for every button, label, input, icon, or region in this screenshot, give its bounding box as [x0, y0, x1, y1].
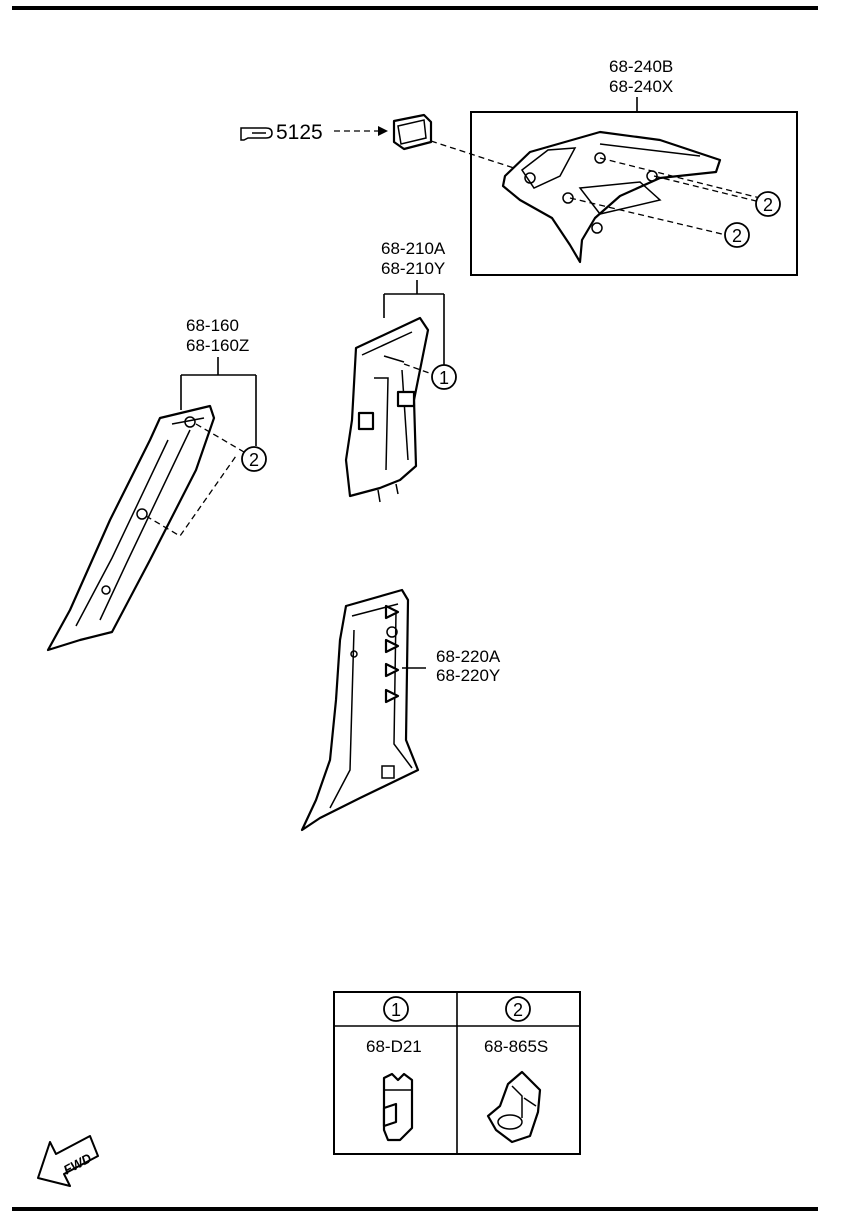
figure-reference-code: 5125: [276, 121, 323, 144]
callout-1-center: [431, 364, 457, 390]
lower-pillar-trim-part: [300, 588, 420, 832]
lower-pillar-code-1: 68-220A: [436, 647, 501, 666]
forward-direction-indicator: FWD: [37, 1135, 99, 1187]
legend-item-2-code: 68-865S: [484, 1037, 548, 1056]
clip-68-865s-drawing: [486, 1070, 542, 1144]
callout-1-center-label: 1: [439, 368, 449, 388]
callout-2-upper-b: [724, 222, 750, 248]
front-pillar-trim-part: [46, 404, 245, 652]
center-pillar-code-2: 68-210Y: [381, 259, 445, 278]
callout-2-upper-a-label: 2: [763, 195, 773, 215]
bottom-rule: [12, 1207, 818, 1211]
center-pillar-trim-group: 68-210A 68-210Y 1: [344, 239, 457, 503]
rear-upper-trim-code-2: 68-240X: [609, 77, 673, 96]
center-pillar-trim-part: [344, 316, 433, 503]
callout-2-upper-a: [755, 191, 781, 217]
lower-pillar-trim-group: 68-220A 68-220Y: [300, 588, 501, 832]
front-pillar-code-2: 68-160Z: [186, 336, 249, 355]
front-pillar-code-1: 68-160: [186, 316, 239, 335]
callout-2-front-label: 2: [249, 450, 259, 470]
clip-68-d21-drawing: [382, 1072, 414, 1142]
front-pillar-trim-group: 68-160 68-160Z 2: [46, 316, 267, 652]
legend-item-1-code: 68-D21: [366, 1037, 422, 1056]
fastener-legend-table: 1 2 68-D21 68-865S: [333, 991, 581, 1155]
top-rule: [12, 6, 818, 10]
callout-2-front: [241, 446, 267, 472]
center-pillar-code-1: 68-210A: [381, 239, 446, 258]
pointing-hand-icon: [240, 127, 273, 141]
rear-upper-trim-group: 68-240B 68-240X 2 2: [470, 57, 798, 276]
legend-header-2: 2: [513, 1000, 523, 1020]
rear-upper-trim-box: [470, 111, 798, 276]
lower-pillar-code-2: 68-220Y: [436, 666, 500, 685]
callout-2-upper-b-label: 2: [732, 226, 742, 246]
fwd-arrow-icon: [37, 1135, 99, 1187]
figure-reference[interactable]: 5125: [240, 121, 388, 144]
legend-header-1: 1: [391, 1000, 401, 1020]
rear-upper-trim-part: [501, 130, 761, 264]
small-clip-part: [392, 113, 521, 171]
legend-header-1-circle: [383, 996, 409, 1022]
rear-upper-trim-code-1: 68-240B: [609, 57, 673, 76]
legend-header-2-circle: [505, 996, 531, 1022]
